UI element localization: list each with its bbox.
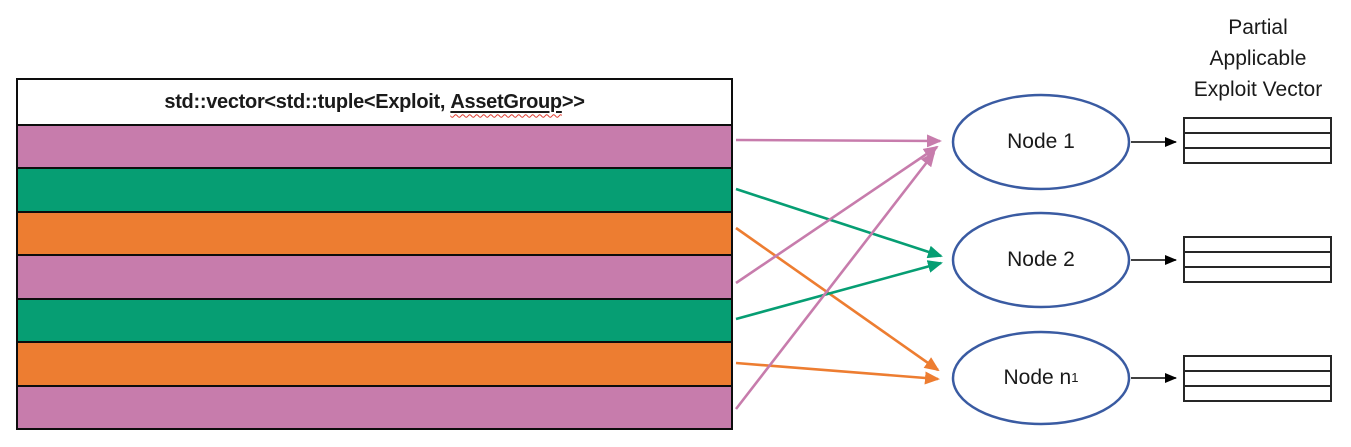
node-n1-ellipse	[951, 330, 1131, 426]
output-vector-cell	[1185, 119, 1330, 132]
vector-row-0	[18, 124, 731, 168]
arrow-row0-to-node1	[735, 134, 942, 148]
node1-label: Node 1	[1007, 130, 1075, 153]
node2-label: Node 2	[1007, 248, 1075, 271]
header-text-suffix: >>	[561, 90, 585, 113]
vector-row-2	[18, 210, 731, 255]
node2-ellipse	[951, 211, 1131, 309]
output-vector-cell	[1185, 266, 1330, 281]
output-caption-line2: Applicable	[1209, 47, 1307, 70]
vector-row-5	[18, 341, 731, 385]
node1-ellipse	[951, 93, 1131, 191]
arrow-row3-to-node1	[735, 145, 939, 285]
arrow-row6-to-node1	[734, 151, 936, 410]
vector-row-3	[18, 254, 731, 298]
output-vector-cell	[1185, 147, 1330, 162]
vector-row-4	[18, 297, 731, 342]
output-caption-line3: Exploit Vector	[1193, 78, 1323, 101]
output-vector-node2	[1183, 236, 1332, 283]
arrow-row1-to-node2	[735, 187, 943, 259]
vector-table-header: std::vector<std::tuple<Exploit, AssetGro…	[18, 80, 731, 124]
vector-row-6	[18, 384, 731, 428]
vector-row-1	[18, 167, 731, 211]
arrow-row4-to-node2	[735, 260, 943, 321]
header-text-underlined: AssetGroup	[450, 90, 562, 113]
output-vector-cell	[1185, 357, 1330, 370]
output-caption: Partial Applicable Exploit Vector	[1155, 12, 1351, 105]
output-vector-cell	[1185, 370, 1330, 385]
output-vector-cell	[1185, 385, 1330, 400]
arrow-row2-to-node-n1	[735, 226, 940, 372]
header-text-prefix: std::vector<std::tuple<Exploit,	[164, 90, 451, 113]
output-vector-cell	[1185, 132, 1330, 147]
output-caption-line1: Partial	[1228, 16, 1288, 39]
output-vector-cell	[1185, 238, 1330, 251]
output-vector-node-n1	[1183, 355, 1332, 402]
vector-table: std::vector<std::tuple<Exploit, AssetGro…	[16, 78, 733, 430]
output-vector-node1	[1183, 117, 1332, 164]
output-vector-cell	[1185, 251, 1330, 266]
